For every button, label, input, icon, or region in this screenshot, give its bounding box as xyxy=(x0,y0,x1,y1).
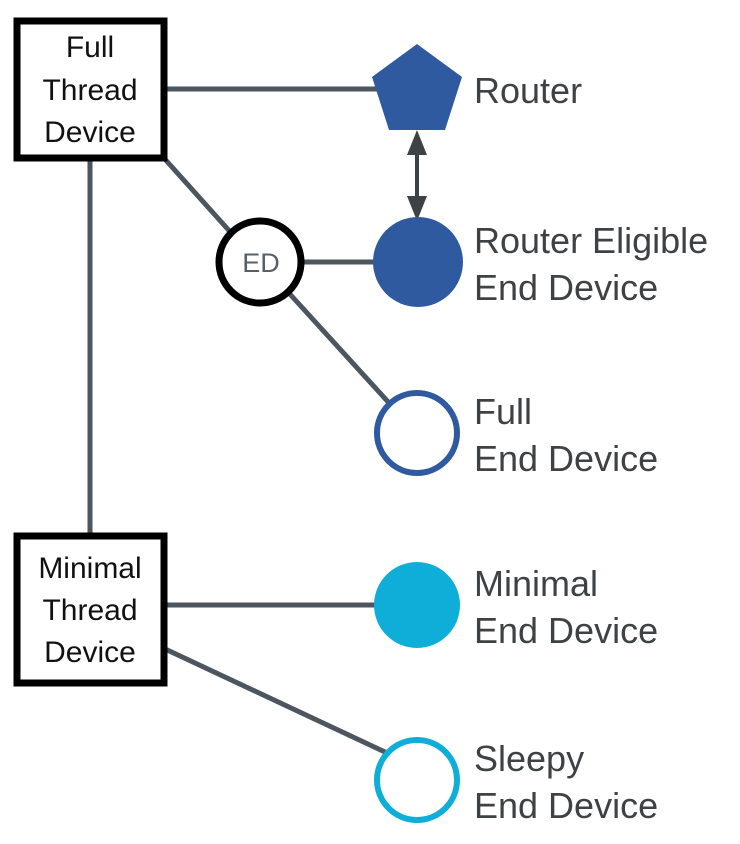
arrowhead-up-icon xyxy=(407,130,427,155)
sleepy-end-device-circle-icon[interactable] xyxy=(374,737,460,823)
legend-item-router-eligible-end-device[interactable]: Router Eligible End Device xyxy=(373,217,708,308)
minimal-thread-device-line-2: Thread xyxy=(42,594,137,627)
full-end-device-label-line-2: End Device xyxy=(474,438,658,479)
minimal-end-device-circle-icon[interactable] xyxy=(374,562,460,648)
minimal-thread-device-line-3: Device xyxy=(44,636,136,669)
router-eligible-end-device-label-line-2: End Device xyxy=(474,267,658,308)
arrowhead-down-icon xyxy=(407,196,427,221)
connector-ed-hub-to-fed xyxy=(286,290,392,406)
minimal-thread-device-line-1: Minimal xyxy=(38,552,141,585)
full-thread-device-line-1: Full xyxy=(66,31,114,64)
legend-item-router[interactable]: Router xyxy=(372,44,582,130)
full-thread-device-line-2: Thread xyxy=(42,74,137,107)
router-pentagon-icon[interactable] xyxy=(372,44,462,130)
full-thread-device-box[interactable] xyxy=(13,17,168,162)
connector-mtd-to-sed xyxy=(161,645,387,755)
end-device-hub-label: ED xyxy=(242,248,280,278)
full-thread-device-line-3: Device xyxy=(44,116,136,149)
sleepy-end-device-label-line-2: End Device xyxy=(474,785,658,826)
minimal-end-device-label-line-1: Minimal xyxy=(474,563,598,604)
legend-item-minimal-end-device[interactable]: Minimal End Device xyxy=(374,562,658,651)
router-reed-double-arrow xyxy=(407,130,427,221)
minimal-end-device-label-line-2: End Device xyxy=(474,610,658,651)
node-full-thread-device[interactable]: Full Thread Device xyxy=(13,17,168,162)
router-eligible-end-device-circle-icon[interactable] xyxy=(373,217,463,307)
node-minimal-thread-device[interactable]: Minimal Thread Device xyxy=(13,532,168,687)
router-eligible-end-device-label-line-1: Router Eligible xyxy=(474,220,708,261)
full-end-device-label-line-1: Full xyxy=(474,391,532,432)
minimal-thread-device-box[interactable] xyxy=(13,532,168,687)
full-end-device-circle-icon[interactable] xyxy=(374,390,460,476)
sleepy-end-device-label-line-1: Sleepy xyxy=(474,738,584,779)
end-device-hub-circle[interactable] xyxy=(215,217,305,307)
router-label: Router xyxy=(474,70,582,111)
connector-lines xyxy=(87,86,392,755)
legend-item-full-end-device[interactable]: Full End Device xyxy=(374,390,658,479)
connector-ftd-to-ed-hub xyxy=(161,155,235,237)
legend-item-sleepy-end-device[interactable]: Sleepy End Device xyxy=(374,737,658,826)
node-end-device-hub[interactable]: ED xyxy=(215,217,305,307)
